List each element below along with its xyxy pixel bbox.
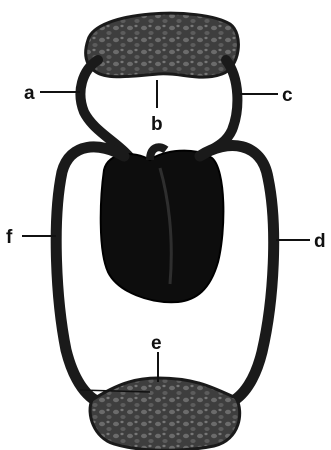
- label-f: f: [6, 227, 13, 248]
- label-c: c: [282, 85, 293, 106]
- body-capillary-bed: [90, 378, 240, 450]
- label-d: d: [314, 231, 326, 252]
- lung-capillary-bed: [86, 13, 239, 77]
- label-a: a: [24, 83, 35, 104]
- label-b: b: [151, 114, 163, 135]
- label-e: e: [151, 333, 162, 354]
